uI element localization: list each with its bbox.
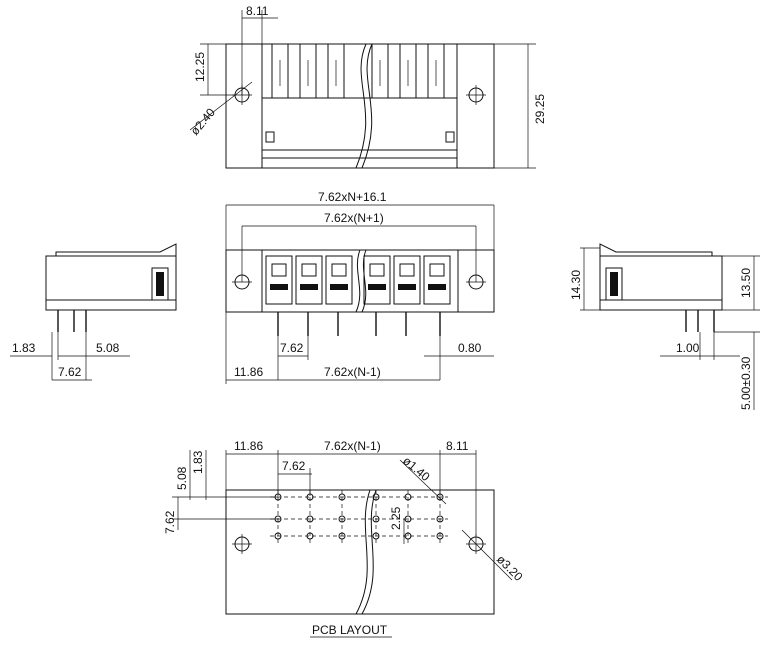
left-side-body	[45, 255, 177, 311]
pcb-dim-left: 11.86	[234, 439, 263, 453]
front-dim-inner: 7.62x(N+1)	[324, 211, 384, 225]
pcb-caption: PCB LAYOUT	[312, 623, 388, 637]
top-dim-8-11: 8.11	[246, 4, 269, 18]
top-dim-29-25: 29.25	[533, 94, 547, 124]
right-side-view: 14.30 13.50 5.00±0.30 1.00	[569, 243, 760, 410]
pcb-dim-row: 7.62	[163, 510, 177, 534]
right-dim-1-00: 1.00	[676, 341, 700, 355]
pcb-dim-pitch: 7.62	[282, 459, 306, 473]
pcb-dim-5-08: 5.08	[175, 466, 189, 490]
pcb-board-outline	[225, 489, 495, 615]
front-dim-left: 11.86	[234, 365, 263, 379]
top-dim-12-25: 12.25	[193, 52, 207, 82]
pcb-hole-grid	[270, 490, 448, 544]
front-view-pins	[277, 312, 441, 336]
pcb-dim-hole-small: ø1.40	[400, 454, 433, 485]
pcb-dim-right: 8.11	[446, 439, 469, 453]
front-dim-pitch: 7.62	[280, 341, 304, 355]
break-line	[355, 43, 367, 169]
front-dim-span: 7.62x(N-1)	[324, 365, 381, 379]
pcb-dim-span: 7.62x(N-1)	[324, 439, 381, 453]
right-side-body	[599, 255, 723, 311]
front-view: 7.62xN+16.1 7.62x(N+1)	[225, 190, 495, 384]
pcb-dim-hole-big: ø3.20	[494, 552, 526, 584]
left-dim-1-83: 1.83	[12, 341, 36, 355]
pcb-dim-offset: 2.25	[389, 506, 403, 530]
front-view-terminals	[265, 255, 451, 305]
front-view-body	[261, 249, 459, 313]
right-dim-13-50: 13.50	[739, 268, 753, 298]
front-dim-pin: 0.80	[458, 341, 482, 355]
top-view-slats	[271, 43, 445, 99]
top-view-body	[225, 43, 495, 169]
left-dim-5-08: 5.08	[96, 341, 120, 355]
pcb-dim-1-83: 1.83	[191, 450, 205, 474]
top-view: 8.11 12.25 ø2.40 29.25	[188, 4, 547, 169]
right-dim-5-00: 5.00±0.30	[739, 356, 753, 410]
right-dim-14-30: 14.30	[569, 270, 583, 300]
pcb-layout: 11.86 7.62x(N-1) 8.11 7.62 5.08 1.83 7.6…	[163, 439, 526, 638]
left-dim-7-62: 7.62	[58, 365, 82, 379]
front-dim-overall: 7.62xN+16.1	[318, 190, 387, 204]
top-dim-hole: ø2.40	[188, 105, 219, 138]
left-side-view: 1.83 5.08 7.62	[10, 243, 177, 381]
